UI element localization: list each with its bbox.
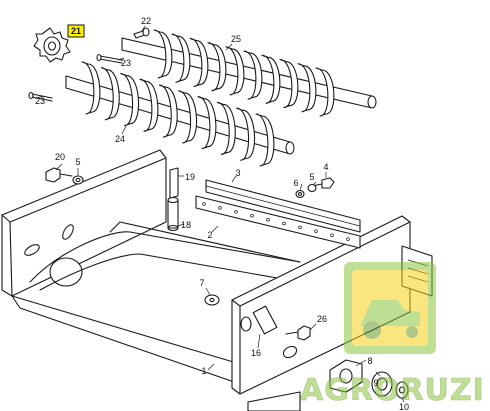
auger-flight [171, 33, 191, 83]
callout-label-9: 9 [373, 378, 378, 388]
callout-label-22: 22 [141, 16, 151, 26]
callout-label-1: 1 [201, 366, 206, 376]
auger-flight [178, 90, 198, 144]
callout-label-20: 20 [55, 152, 65, 162]
strip-hole [298, 225, 302, 230]
pin-23-upper [96, 53, 123, 64]
callout-label-2: 2 [207, 230, 212, 240]
upper-auger [121, 29, 377, 117]
strip-hole [282, 221, 286, 226]
callout-label-21: 21 [71, 26, 81, 36]
sprocket [33, 27, 71, 63]
callout-label-26: 26 [317, 314, 327, 324]
auger-flight [225, 46, 245, 96]
auger-flight [216, 101, 236, 155]
strip-hole [314, 229, 318, 234]
strip-hole [346, 237, 350, 241]
tractor-logo-icon [344, 262, 436, 354]
callout-label-3: 3 [235, 168, 240, 178]
auger-flight [153, 29, 173, 79]
callout-label-7: 7 [199, 278, 204, 288]
callout-label-23a: 23 [121, 58, 131, 68]
auger-flight [100, 67, 120, 121]
bolt-20 [45, 167, 73, 183]
callout-highlight-box [67, 24, 85, 38]
clip-7 [204, 294, 220, 306]
auger-flight [297, 63, 317, 113]
strip-hole [218, 206, 222, 210]
auger-flight [81, 61, 101, 115]
auger-flight [207, 42, 227, 92]
auger-flight [139, 78, 159, 132]
auger-flight [197, 96, 217, 150]
callout-label-5a: 5 [75, 157, 80, 167]
strip-hole [330, 233, 334, 237]
callout-label-4: 4 [323, 162, 328, 172]
tube-18 [167, 196, 179, 232]
strip-hole [202, 202, 206, 206]
callout-label-5b: 5 [309, 172, 314, 182]
pin-23-lower [28, 91, 53, 102]
bearing-9 [371, 371, 393, 397]
auger-flight [261, 54, 281, 104]
auger-flight [158, 84, 178, 138]
housing-frame [1, 149, 433, 411]
lower-auger [65, 61, 295, 167]
callout-label-6: 6 [293, 178, 298, 188]
callout-label-16: 16 [251, 348, 261, 358]
callout-label-25: 25 [231, 34, 241, 44]
callout-label-8: 8 [367, 356, 372, 366]
callout-label-23b: 23 [35, 96, 45, 106]
callout-label-18: 18 [181, 220, 191, 230]
watermark-text: AGRORUZI [300, 373, 485, 408]
strip-hole [234, 210, 238, 214]
auger-flight [189, 37, 209, 87]
auger-flight [255, 113, 275, 167]
bolt-26 [285, 325, 311, 341]
leader-lines [35, 25, 405, 403]
bracket-19 [169, 167, 179, 199]
pin-22 [133, 27, 150, 39]
watermark: AGRORUZI [300, 262, 485, 408]
auger-flight [236, 107, 256, 161]
washer-5-right [307, 183, 317, 193]
cover-strip [205, 179, 361, 233]
nut-6 [295, 189, 305, 199]
auger-flight [279, 59, 299, 109]
washer-5-left [72, 175, 84, 185]
strip-hole [266, 217, 270, 222]
callout-label-24: 24 [115, 134, 125, 144]
auger-flight [120, 73, 140, 127]
callout-label-19: 19 [185, 172, 195, 182]
bearing-plate-8 [329, 359, 363, 393]
auger-flight [243, 50, 263, 100]
callout-label-10: 10 [399, 402, 409, 411]
scraper-strip [195, 195, 361, 249]
strip-hole [250, 213, 254, 218]
auger-flight [315, 67, 335, 117]
